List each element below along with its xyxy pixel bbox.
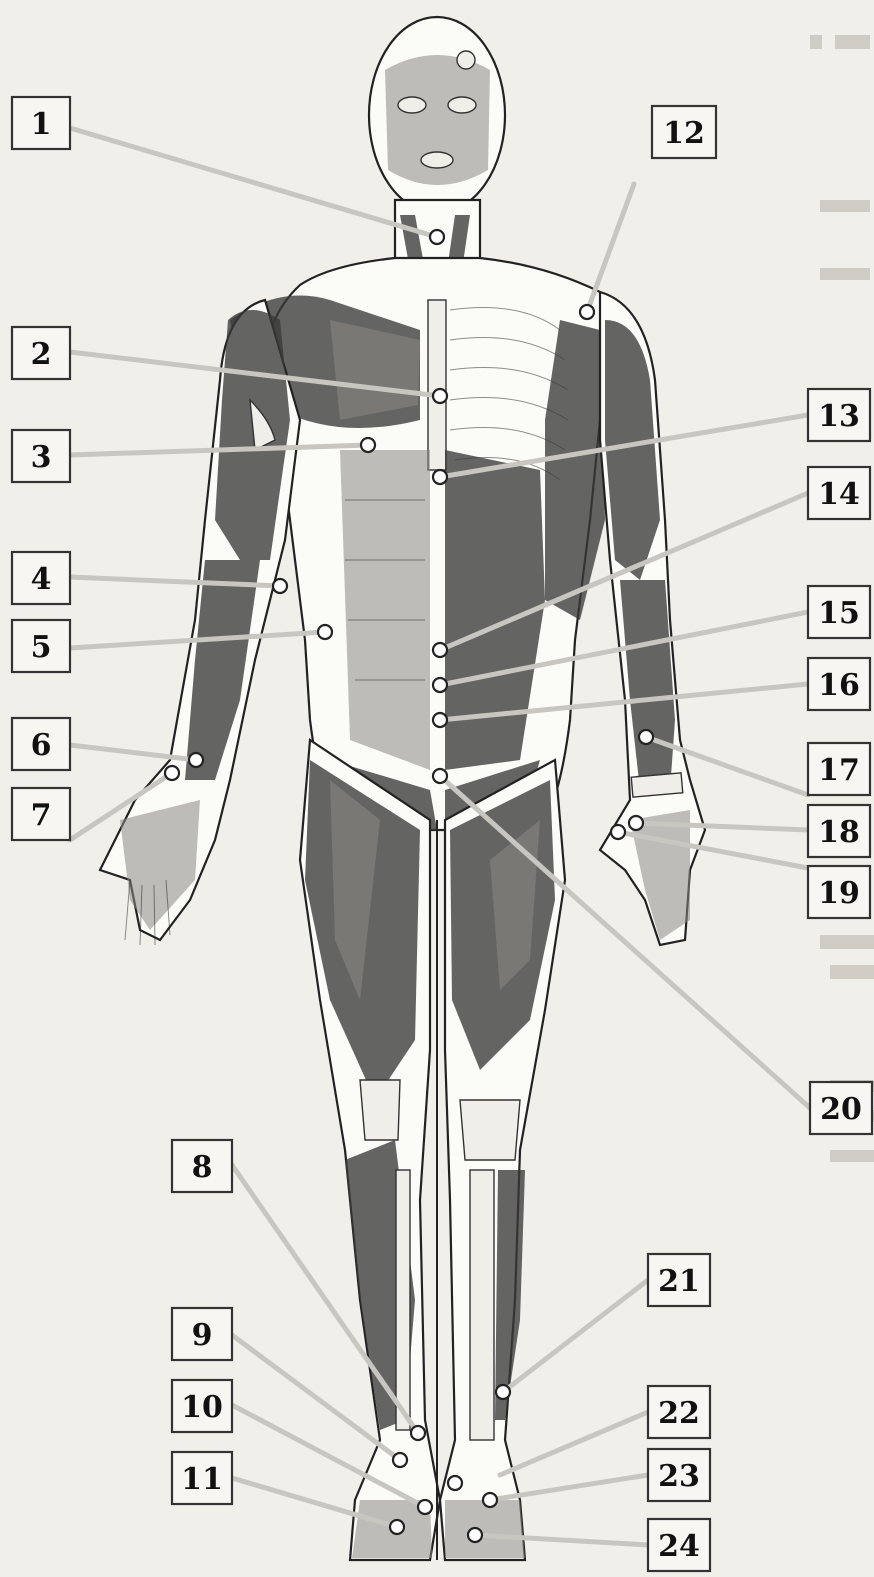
label-box-17: 17 [808,743,870,795]
label-2: 2 [31,337,52,372]
point-8 [411,1426,425,1440]
label-box-23: 23 [648,1449,710,1501]
label-box-7: 7 [12,788,70,840]
point-16 [433,713,447,727]
label-box-19: 19 [808,866,870,918]
point-22 [448,1476,462,1490]
point-11 [390,1520,404,1534]
label-box-5: 5 [12,620,70,672]
point-18 [629,816,643,830]
label-6: 6 [31,728,52,763]
label-7: 7 [31,798,52,833]
label-box-10: 10 [172,1380,232,1432]
point-20 [433,769,447,783]
leader-22 [500,1412,648,1475]
label-5: 5 [31,630,52,665]
label-box-9: 9 [172,1308,232,1360]
label-box-20: 20 [810,1082,872,1134]
label-19: 19 [818,876,860,911]
label-14: 14 [818,477,860,512]
label-box-13: 13 [808,389,870,441]
label-9: 9 [192,1318,213,1353]
leader-12 [587,184,634,312]
label-box-8: 8 [172,1140,232,1192]
label-10: 10 [181,1390,223,1425]
label-box-15: 15 [808,586,870,638]
point-17 [639,730,653,744]
label-15: 15 [818,596,860,631]
label-22: 22 [658,1396,700,1431]
label-box-22: 22 [648,1386,710,1438]
point-12 [580,305,594,319]
label-13: 13 [818,399,860,434]
point-1 [430,230,444,244]
point-14 [433,643,447,657]
label-12: 12 [663,116,705,151]
label-box-3: 3 [12,430,70,482]
label-box-11: 11 [172,1452,232,1504]
label-box-6: 6 [12,718,70,770]
point-21 [496,1385,510,1399]
label-17: 17 [818,753,860,788]
point-15 [433,678,447,692]
label-8: 8 [192,1150,213,1185]
label-11: 11 [181,1462,223,1497]
point-9 [393,1453,407,1467]
point-7 [165,766,179,780]
point-23 [483,1493,497,1507]
point-3 [361,438,375,452]
label-box-4: 4 [12,552,70,604]
label-box-14: 14 [808,467,870,519]
label-box-16: 16 [808,658,870,710]
label-box-12: 12 [652,106,716,158]
point-6 [189,753,203,767]
leader-21 [503,1280,648,1392]
label-1: 1 [31,107,52,142]
label-23: 23 [658,1459,700,1494]
point-4 [273,579,287,593]
point-19 [611,825,625,839]
point-10 [418,1500,432,1514]
label-3: 3 [31,440,52,475]
point-24 [468,1528,482,1542]
label-24: 24 [658,1529,700,1564]
label-box-18: 18 [808,805,870,857]
point-13 [433,470,447,484]
label-21: 21 [658,1264,700,1299]
label-16: 16 [818,668,860,703]
label-4: 4 [31,562,52,597]
label-box-24: 24 [648,1519,710,1571]
label-box-2: 2 [12,327,70,379]
label-box-1: 1 [12,97,70,149]
label-box-21: 21 [648,1254,710,1306]
point-5 [318,625,332,639]
point-2 [433,389,447,403]
label-18: 18 [818,815,860,850]
label-20: 20 [820,1092,862,1127]
